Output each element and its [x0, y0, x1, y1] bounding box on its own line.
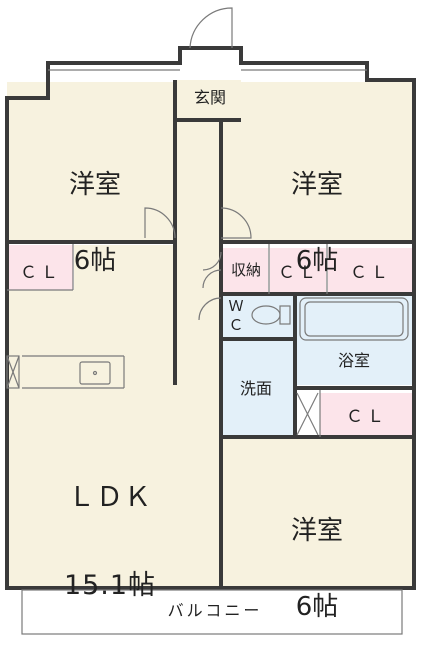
ldk-size: 15.1帖 — [63, 570, 157, 601]
toilet-label: Ｗ Ｃ — [228, 297, 244, 334]
balcony-label: バルコニー — [167, 601, 263, 620]
toilet-fill — [222, 295, 293, 338]
western-room-ne-name: 洋室 — [290, 170, 343, 200]
door-ne-room — [220, 207, 252, 239]
bathtub-inner — [304, 301, 404, 337]
door-nw-room — [144, 207, 176, 239]
bathroom-label: 浴室 — [337, 351, 370, 370]
walls — [5, 46, 416, 590]
western-room-nw-name: 洋室 — [68, 170, 121, 200]
closet-lower-fill — [320, 393, 413, 436]
ldk-label: ＬＤＫ 15.1帖 — [20, 432, 200, 652]
closet-right-label: ＣＬ — [350, 263, 392, 283]
door-storage — [202, 251, 222, 271]
bathtub — [299, 297, 409, 341]
door-storage-2 — [202, 269, 222, 289]
western-room-ne-fill — [220, 82, 414, 240]
thin-lines — [6, 7, 409, 635]
fridge-space — [6, 355, 20, 389]
floor-plan — [5, 7, 416, 635]
balcony — [21, 589, 403, 635]
washroom-label: 洗面 — [239, 379, 272, 398]
western-room-ne-size: 6帖 — [295, 246, 339, 276]
storage-label: 収納 — [230, 261, 261, 279]
closet-left-fill — [7, 245, 73, 290]
outer-wall — [5, 46, 416, 590]
closet-lower-x2 — [296, 392, 319, 436]
entrance-fill — [177, 80, 241, 120]
western-room-ne-label: 洋室 6帖 — [262, 128, 372, 318]
room-fills — [7, 80, 414, 588]
washroom-fill — [222, 340, 295, 436]
western-room-nw-label: 洋室 6帖 — [40, 128, 150, 318]
western-room-se-name: 洋室 — [290, 516, 343, 546]
storage-fill — [223, 248, 268, 293]
closet-lower-label: ＣＬ — [346, 407, 388, 427]
entrance-label: 玄関 — [193, 88, 226, 107]
ldk-fill — [7, 290, 221, 588]
western-room-se-size: 6帖 — [295, 592, 339, 622]
closet-mid-fill — [270, 248, 326, 293]
western-room-se-fill — [222, 438, 414, 588]
door-entrance — [189, 7, 233, 49]
kitchen-sink — [79, 361, 111, 385]
door-toilet — [198, 297, 222, 321]
western-room-nw-size: 6帖 — [73, 246, 117, 276]
kitchen-sink-drain — [92, 370, 98, 376]
ldk-top-fill — [74, 245, 221, 290]
closet-mid-label: ＣＬ — [278, 263, 320, 283]
fridge-x2 — [6, 355, 20, 389]
closet-right-fill — [328, 248, 413, 293]
ldk-name: ＬＤＫ — [68, 482, 152, 513]
closet-left-label: ＣＬ — [20, 263, 62, 283]
western-room-se-label: 洋室 6帖 — [262, 474, 372, 664]
toilet-tank — [279, 305, 291, 325]
